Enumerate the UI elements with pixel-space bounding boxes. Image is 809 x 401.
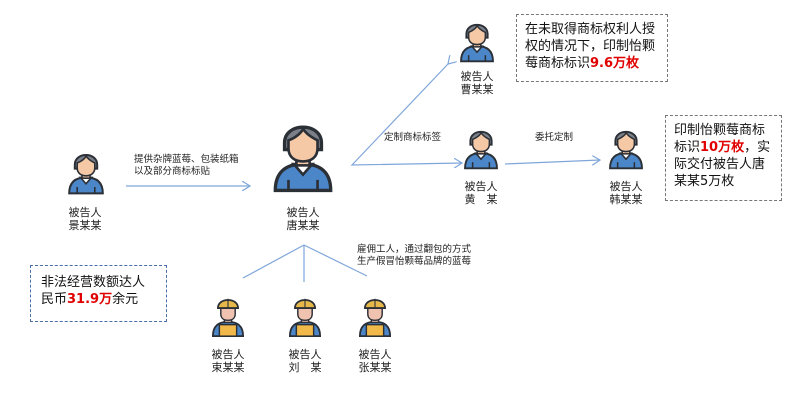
edge-line-2: 以及部分商标标贴	[134, 166, 211, 177]
person-jing: 被告人景某某	[55, 206, 115, 232]
person-zhang: 被告人张某某	[345, 348, 405, 374]
note-text: 印制怡颗莓商标标识	[674, 123, 766, 155]
arrow-huang-to-han	[504, 160, 600, 164]
note-box-total: 非法经营数额达人民币31.9万余元	[30, 265, 167, 322]
line-to-zhang	[303, 244, 368, 277]
note-text-end: 余元	[112, 292, 139, 307]
name-label: 束某某	[211, 361, 245, 374]
role-label: 被告人	[286, 206, 320, 219]
person-han: 被告人韩某某	[596, 180, 656, 206]
name-label: 曹某某	[460, 83, 494, 96]
note-box-cao: 在未取得商标权利人授权的情况下，印制怡颗莓商标标识9.6万枚	[516, 14, 668, 82]
note-highlight: 10万枚	[700, 140, 745, 155]
worker-icon-liu	[288, 297, 322, 338]
edge-label-workers: 雇佣工人，通过翻包的方式生产假冒怡颗莓品牌的蓝莓	[357, 244, 471, 268]
person-icon-han	[608, 130, 644, 170]
edge-label-huang-han: 委托定制	[535, 132, 574, 143]
role-label: 被告人	[609, 180, 643, 193]
worker-icon-zhang	[358, 297, 392, 338]
line-to-shu	[242, 244, 305, 279]
name-label: 唐某某	[286, 219, 320, 232]
note-text: 在未取得商标权利人授权的情况下，印制怡颗莓商标标识	[525, 22, 656, 71]
person-tang: 被告人唐某某	[273, 206, 333, 232]
note-text: 非法经营数额达人民币	[41, 275, 146, 307]
person-liu: 被告人刘 某	[275, 348, 335, 374]
name-label: 刘 某	[288, 361, 322, 374]
role-label: 被告人	[358, 348, 392, 361]
edge-label-tang-huang: 定制商标标签	[384, 132, 442, 143]
role-label: 被告人	[211, 348, 245, 361]
name-label: 景某某	[68, 219, 102, 232]
name-label: 韩某某	[609, 193, 643, 206]
role-label: 被告人	[460, 70, 494, 83]
person-icon-huang	[463, 130, 499, 170]
note-highlight: 31.9万	[67, 292, 113, 307]
person-cao: 被告人曹某某	[447, 70, 507, 96]
person-icon-tang	[273, 125, 333, 193]
role-label: 被告人	[288, 348, 322, 361]
role-label: 被告人	[464, 180, 498, 193]
edge-label-jing-tang: 提供杂牌蓝莓、包装纸箱以及部分商标标贴	[134, 154, 239, 178]
person-icon-jing	[68, 153, 104, 195]
note-text-end: ，实际交付被告人唐某某5万枚	[674, 140, 771, 189]
name-label: 张某某	[358, 361, 392, 374]
role-label: 被告人	[68, 206, 102, 219]
note-box-han: 印制怡颗莓商标标识10万枚，实际交付被告人唐某某5万枚	[665, 115, 782, 201]
person-icon-cao	[460, 23, 494, 63]
note-highlight: 9.6万枚	[590, 56, 640, 71]
edge-line-1: 提供杂牌蓝莓、包装纸箱	[134, 154, 239, 165]
edge-line-2: 生产假冒怡颗莓品牌的蓝莓	[357, 256, 472, 267]
person-shu: 被告人束某某	[198, 348, 258, 374]
name-label: 黄 某	[464, 193, 498, 206]
arrow-tang-to-cao-huang	[350, 64, 462, 165]
person-huang: 被告人黄 某	[451, 180, 511, 206]
edge-line-1: 雇佣工人，通过翻包的方式	[357, 244, 472, 255]
worker-icon-shu	[211, 297, 245, 338]
